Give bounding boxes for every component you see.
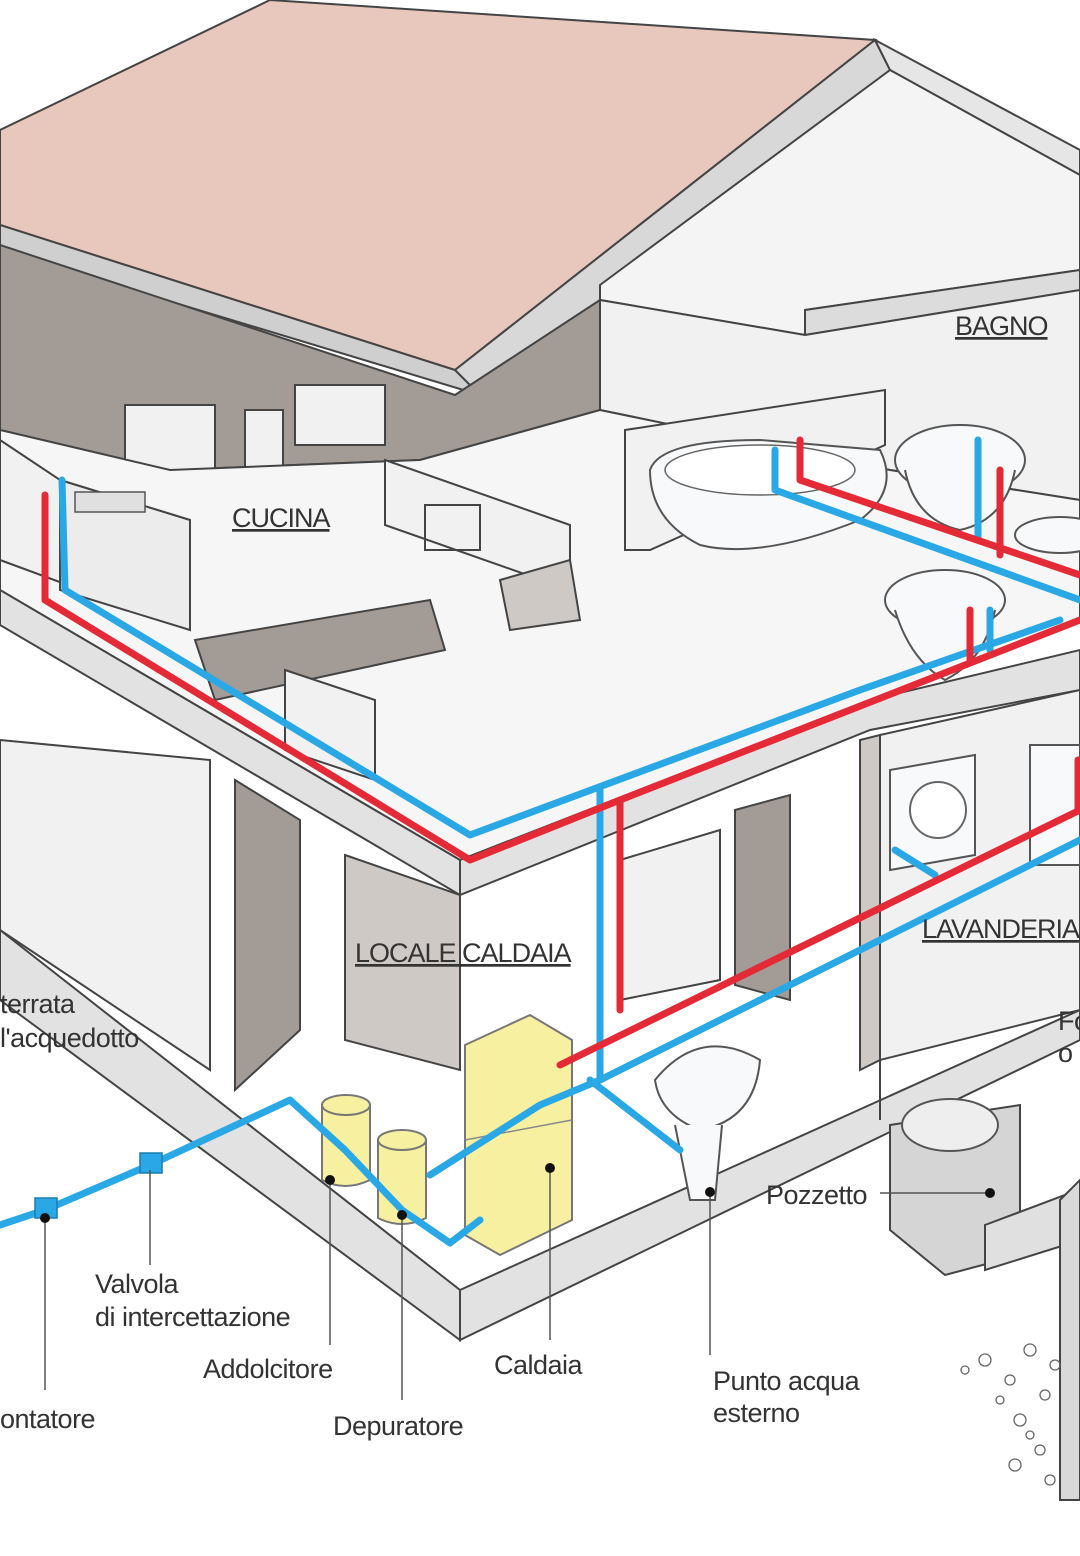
label-punto-acqua-1: Punto acqua	[713, 1366, 861, 1396]
label-fossa-1: Fo	[1058, 1006, 1080, 1036]
pozzetto-tank	[889, 1098, 1080, 1501]
hot-water-pipes	[41, 436, 1080, 1069]
label-fossa-2: o	[1058, 1038, 1073, 1068]
label-punto-acqua-2: esterno	[713, 1398, 800, 1428]
room-label-lavanderia: LAVANDERIA	[922, 914, 1080, 944]
component-labels: terrata l'acquedotto Valvola di intercet…	[0, 989, 1080, 1441]
room-label-cucina: CUCINA	[232, 503, 330, 533]
bathroom-fixtures	[648, 424, 1080, 682]
label-interrata-1: terrata	[0, 989, 76, 1019]
label-pozzetto: Pozzetto	[766, 1180, 867, 1210]
label-caldaia: Caldaia	[494, 1350, 584, 1380]
kitchen-cabinet	[0, 438, 191, 632]
roof	[0, 0, 1080, 397]
label-valvola-2: di intercettazione	[95, 1302, 290, 1332]
label-valvola-1: Valvola	[95, 1269, 180, 1299]
lower-equipment	[321, 1013, 762, 1257]
label-addolcitore: Addolcitore	[203, 1354, 333, 1384]
label-depuratore: Depuratore	[333, 1411, 463, 1441]
room-label-locale-caldaia: LOCALE CALDAIA	[355, 938, 572, 968]
leader-lines	[40, 1163, 995, 1400]
label-contatore: ontatore	[0, 1404, 95, 1434]
room-label-bagno: BAGNO	[955, 311, 1048, 341]
room-labels: BAGNO CUCINA LOCALE CALDAIA LAVANDERIA	[232, 311, 1080, 968]
label-interrata-2: l'acquedotto	[0, 1023, 139, 1053]
cold-water-pipes	[0, 436, 1080, 1247]
